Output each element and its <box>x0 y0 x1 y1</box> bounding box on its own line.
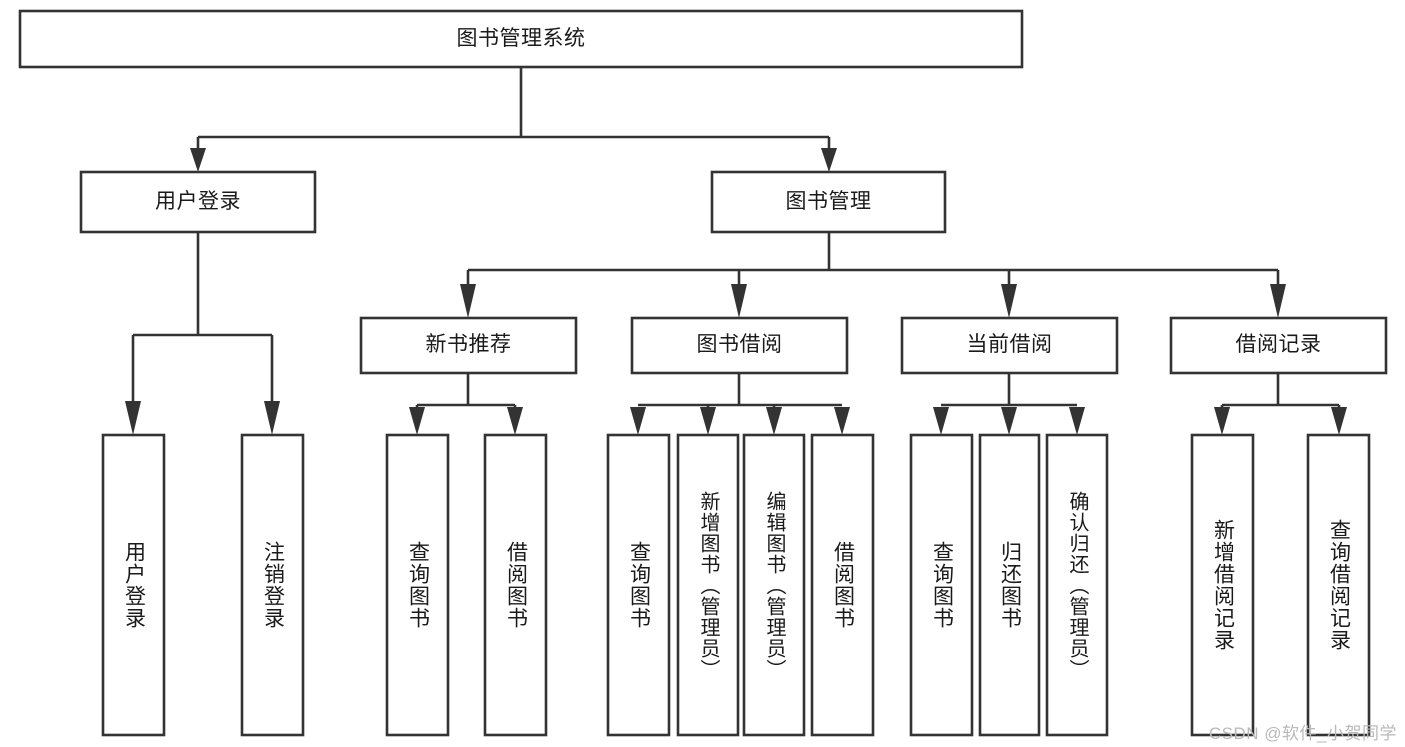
arrowhead-new-book-recommend <box>460 284 476 318</box>
arrowhead-br-query-record <box>1331 407 1347 435</box>
leaf-box-user-login[interactable] <box>101 433 166 737</box>
node-borrow-record-box[interactable] <box>1169 316 1388 375</box>
leaf-box-bb-query-book[interactable] <box>606 433 671 737</box>
arrowhead-nb-query-book <box>409 407 425 435</box>
arrowhead-borrow-record <box>1270 284 1286 318</box>
leaf-box-br-query-record[interactable] <box>1306 433 1371 737</box>
arrowhead-bb-add-book <box>700 407 716 435</box>
leaf-box-nb-query-book[interactable] <box>385 433 450 737</box>
node-root-box[interactable] <box>18 9 1024 69</box>
node-book-manage-box[interactable] <box>710 170 947 234</box>
leaf-box-cb-confirm-return[interactable] <box>1045 433 1109 737</box>
arrowhead-cb-confirm-return <box>1069 407 1085 435</box>
node-user-login-box[interactable] <box>79 170 317 234</box>
leaf-box-bb-add-book[interactable] <box>676 433 740 737</box>
leaf-box-logout[interactable] <box>240 433 305 737</box>
node-current-borrow-box[interactable] <box>900 316 1119 375</box>
arrowhead-leaf-logout <box>264 401 280 435</box>
arrowhead-bb-query-book <box>630 407 646 435</box>
arrowhead-current-borrow <box>1001 284 1017 318</box>
arrowhead-br-add-record <box>1214 407 1230 435</box>
leaf-box-nb-borrow-book[interactable] <box>483 433 548 737</box>
arrowhead-book-manage <box>821 148 837 172</box>
leaf-box-bb-edit-book[interactable] <box>742 433 806 737</box>
leaf-box-cb-query-book[interactable] <box>909 433 974 737</box>
arrowhead-bb-edit-book <box>766 407 782 435</box>
arrowhead-book-borrow <box>731 284 747 318</box>
leaf-box-bb-borrow-book[interactable] <box>810 433 875 737</box>
arrowhead-cb-query-book <box>933 407 949 435</box>
arrowhead-leaf-user-login <box>125 401 141 435</box>
arrowhead-bb-borrow-book <box>834 407 850 435</box>
watermark-text: CSDN @软件_小贺同学 <box>1208 724 1397 743</box>
node-book-borrow-box[interactable] <box>630 316 849 375</box>
leaf-box-br-add-record[interactable] <box>1190 433 1255 737</box>
node-new-book-recommend-box[interactable] <box>359 316 578 375</box>
arrowhead-nb-borrow-book <box>507 407 523 435</box>
leaf-box-cb-return-book[interactable] <box>978 433 1041 737</box>
arrowhead-cb-return-book <box>1001 407 1017 435</box>
arrowhead-user-login <box>190 148 206 172</box>
